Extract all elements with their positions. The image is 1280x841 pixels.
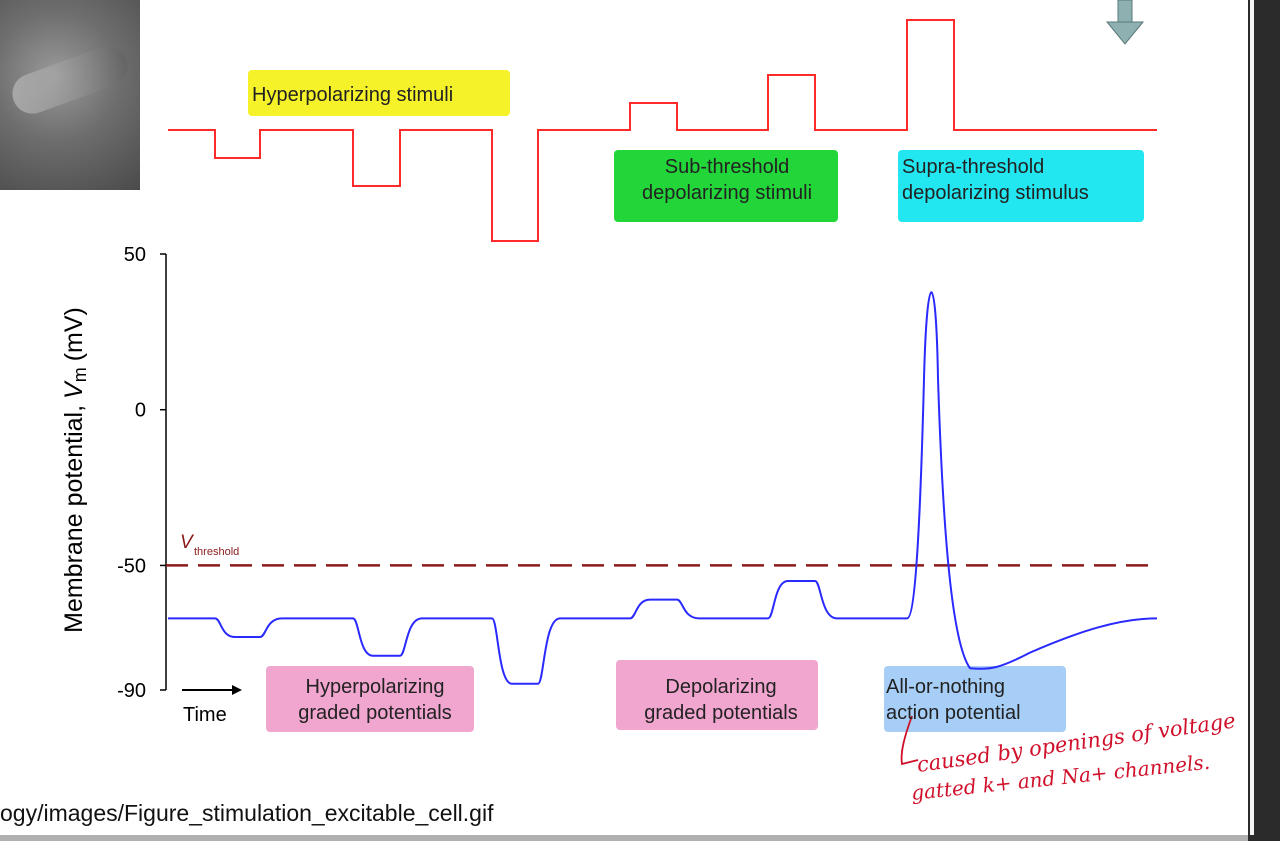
cell-photo-thumbnail [0,0,140,190]
time-arrow-icon [182,685,242,695]
hl-hyper-stimuli [248,70,510,116]
supra-threshold-label: Supra-threshold depolarizing stimulus [902,154,1142,206]
hyper-line-1: Hyperpolarizing [305,676,445,698]
membrane-potential-trace [168,291,1158,685]
y-axis-label: Membrane potential,Vm(mV) [60,307,90,633]
y-tick-label: -50 [117,555,146,577]
supra-line-2: depolarizing stimulus [902,182,1089,204]
all-or-nothing-label: All-or-nothing action potential [886,674,1072,726]
time-axis-label: Time [183,704,227,726]
image-source-caption: ogy/images/Figure_stimulation_excitable_… [0,800,494,826]
y-tick-label: 0 [135,400,146,422]
depol-line-1: Depolarizing [665,676,777,698]
hyperpolarizing-stimuli-label: Hyperpolarizing stimuli [252,84,454,106]
all-line-2: action potential [886,702,1021,724]
depol-line-2: graded potentials [644,702,798,724]
threshold-label-sub: threshold [194,546,239,558]
sub-line-1: Sub-threshold [664,156,790,178]
hyperpolarizing-graded-label: Hyperpolarizing graded potentials [268,674,482,726]
hl-supra-threshold [898,150,1144,222]
supra-line-1: Supra-threshold [902,156,1045,178]
hyper-line-2: graded potentials [298,702,452,724]
hl-depol-graded [616,660,818,730]
hl-sub-threshold [614,150,838,222]
hl-all-or-nothing [884,666,1066,732]
scrollbar[interactable] [1248,0,1280,841]
threshold-label: V [180,532,195,553]
slide: 50 0 -50 -90 V threshold Time Membrane pote… [0,0,1248,835]
stimulation-figure: 50 0 -50 -90 V threshold Time Membrane pote… [60,0,1237,805]
stimulus-trace [168,19,1157,242]
scrollbar-thumb[interactable] [1250,0,1254,835]
y-tick-label: 50 [124,244,146,266]
bottom-border [0,835,1248,841]
all-line-1: All-or-nothing [886,676,1005,698]
y-tick-label: -90 [117,680,146,702]
sub-line-2: depolarizing stimuli [641,182,813,204]
depolarizing-graded-label: Depolarizing graded potentials [614,674,828,726]
down-arrow-icon [1105,0,1145,45]
sub-threshold-label: Sub-threshold depolarizing stimuli [616,154,838,206]
hl-hyper-graded [266,666,474,732]
